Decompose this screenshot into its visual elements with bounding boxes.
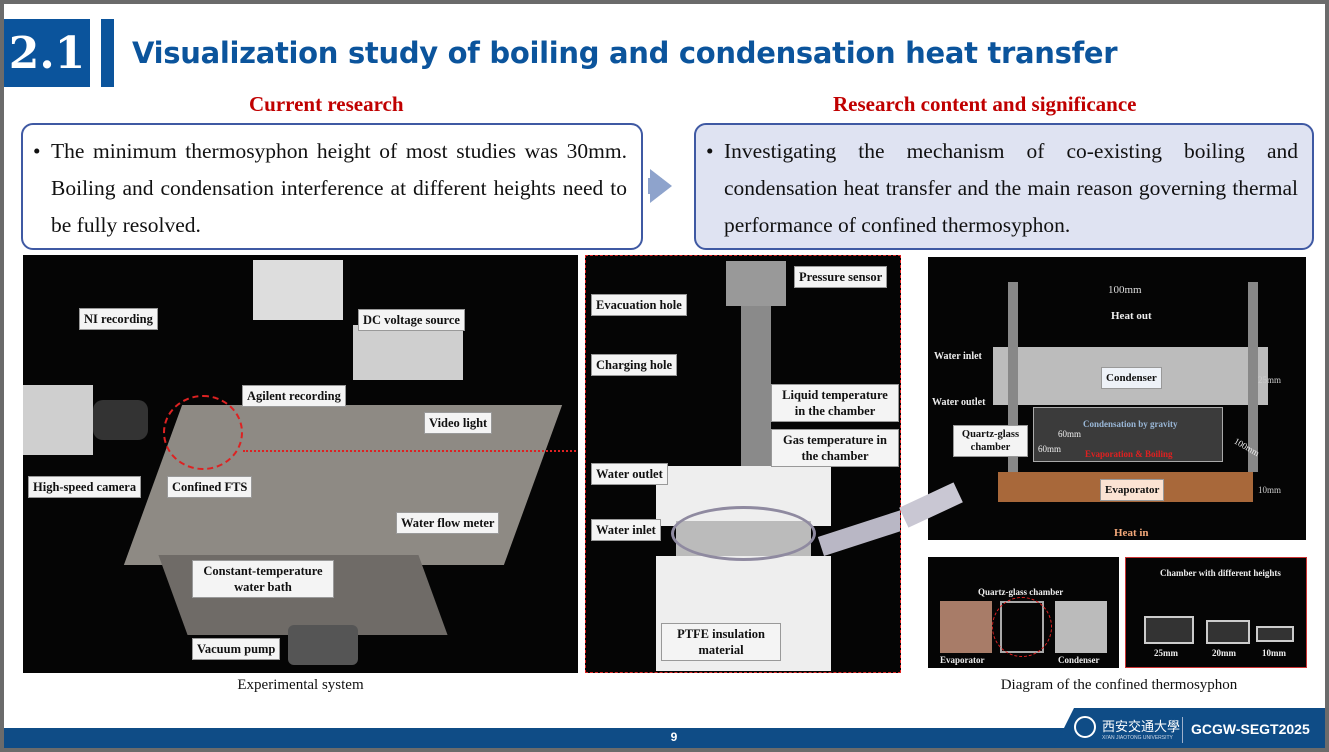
label-condenser-part: Condenser	[1058, 655, 1100, 665]
dim-100mm-width: 100mm	[1108, 284, 1142, 296]
caption-thermosyphon: Diagram of the confined thermosyphon	[1000, 677, 1238, 693]
label-condensation-by-gravity: Condensation by gravity	[1083, 419, 1178, 429]
label-agilent-recording: Agilent recording	[242, 385, 346, 407]
label-dc-voltage-source: DC voltage source	[358, 309, 465, 331]
section-number: 2.1	[4, 19, 90, 87]
conference-name: GCGW-SEGT2025	[1191, 721, 1310, 737]
caption-experimental-system: Experimental system	[237, 677, 364, 693]
label-evaporator-part: Evaporator	[940, 655, 985, 665]
label-video-light: Video light	[424, 412, 493, 434]
dim-60mm-a: 60mm	[1058, 429, 1082, 439]
label-liquid-temperature: Liquid temperature in the chamber	[771, 384, 899, 422]
footer-divider	[1182, 717, 1183, 743]
label-water-flow-meter: Water flow meter	[396, 512, 500, 534]
bullet: •	[33, 139, 41, 163]
chamber-heights-photo: Chamber with different heights 25mm 20mm…	[1125, 557, 1307, 668]
research-content-heading: Research content and significance	[833, 92, 1137, 116]
page-number: 9	[670, 730, 678, 744]
thermosyphon-photo: 100mm Heat out Water inlet Water outlet …	[928, 257, 1306, 540]
research-content-text: Investigating the mechanism of co-existi…	[724, 139, 1298, 237]
label-ni-recording: NI recording	[79, 308, 158, 330]
label-water-inlet-ts: Water inlet	[934, 351, 982, 362]
label-pressure-sensor: Pressure sensor	[794, 266, 888, 288]
label-water-bath: Constant-temperature water bath	[192, 560, 334, 598]
current-research-box: • The minimum thermosyphon height of mos…	[21, 123, 643, 250]
footer-tab	[1054, 708, 1325, 748]
dim-60mm-b: 60mm	[1038, 444, 1062, 454]
label-10mm: 10mm	[1262, 648, 1286, 658]
slide-title: Visualization study of boiling and conde…	[132, 36, 1118, 70]
dim-25mm: 25mm	[1258, 375, 1282, 385]
footer-bar	[4, 728, 1325, 748]
label-vacuum-pump: Vacuum pump	[192, 638, 281, 660]
parts-photo: Quartz-glass chamber Evaporator Condense…	[928, 557, 1119, 668]
label-quartz-glass-chamber-part: Quartz-glass chamber	[978, 587, 1064, 597]
label-evaporator: Evaporator	[1100, 479, 1165, 501]
label-evaporation-boiling: Evaporation & Boiling	[1085, 449, 1173, 459]
label-water-outlet: Water outlet	[591, 463, 668, 485]
setup-photo: Pressure sensor Evacuation hole Charging…	[585, 255, 901, 673]
label-condenser: Condenser	[1101, 367, 1162, 389]
dim-10mm: 10mm	[1258, 485, 1282, 495]
slide: 2.1 Visualization study of boiling and c…	[4, 4, 1325, 748]
label-20mm: 20mm	[1212, 648, 1236, 658]
label-evacuation-hole: Evacuation hole	[591, 294, 687, 316]
label-gas-temperature: Gas temperature in the chamber	[771, 429, 899, 467]
label-high-speed-camera: High-speed camera	[28, 476, 142, 498]
title-accent-bar	[101, 19, 114, 87]
current-research-heading: Current research	[249, 92, 404, 116]
university-name-en: XI'AN JIAOTONG UNIVERSITY	[1102, 735, 1173, 741]
current-research-text: The minimum thermosyphon height of most …	[51, 139, 627, 237]
experimental-system-photo: NI recording DC voltage source Agilent r…	[23, 255, 578, 673]
research-content-box: • Investigating the mechanism of co-exis…	[694, 123, 1314, 250]
university-seal-icon	[1074, 716, 1096, 738]
arrow-head	[650, 169, 672, 203]
label-water-outlet-ts: Water outlet	[932, 397, 986, 408]
label-25mm: 25mm	[1154, 648, 1178, 658]
label-ptfe-insulation: PTFE insulation material	[661, 623, 781, 661]
label-heat-in: Heat in	[1114, 527, 1149, 539]
bullet: •	[706, 139, 714, 163]
university-name: 西安交通大學	[1102, 720, 1181, 735]
heights-title: Chamber with different heights	[1160, 568, 1281, 578]
label-charging-hole: Charging hole	[591, 354, 678, 376]
label-quartz-glass-chamber: Quartz-glass chamber	[953, 425, 1028, 457]
label-heat-out: Heat out	[1111, 310, 1152, 322]
label-water-inlet: Water inlet	[591, 519, 661, 541]
label-confined-fts: Confined FTS	[167, 476, 253, 498]
